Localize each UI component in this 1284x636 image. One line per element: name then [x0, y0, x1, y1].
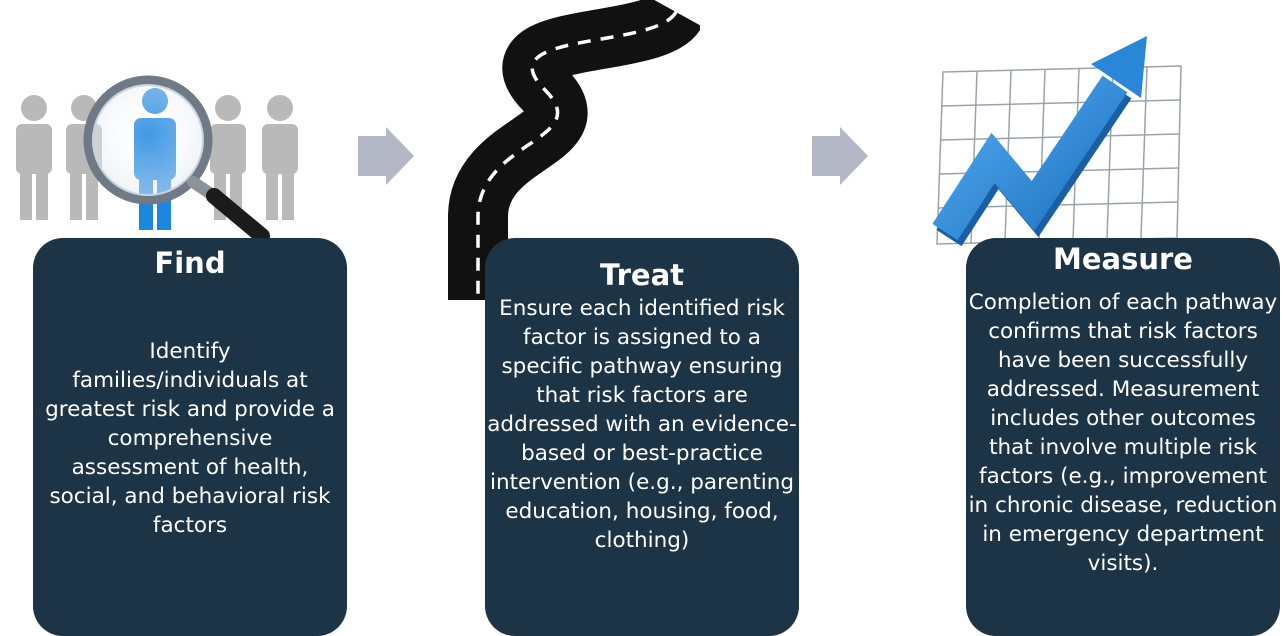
right-arrow-icon	[358, 127, 414, 185]
person-icon	[16, 95, 52, 220]
person-icon	[262, 95, 298, 220]
magnifier-icon	[83, 75, 270, 244]
find-card: Find Identify families/individuals at gr…	[33, 238, 347, 636]
measure-title: Measure	[1053, 242, 1193, 276]
treat-card: Treat Ensure each identified risk factor…	[485, 238, 799, 636]
treat-title: Treat	[600, 258, 684, 292]
find-description: Identify families/individuals at greates…	[45, 339, 335, 538]
find-title: Find	[154, 246, 226, 280]
right-arrow-icon	[812, 127, 868, 185]
treat-description: Ensure each identified risk factor is as…	[487, 296, 797, 553]
rising-arrow-icon	[932, 36, 1147, 247]
people-magnifier-icon	[16, 75, 298, 244]
measure-description: Completion of each pathway confirms that…	[968, 290, 1278, 576]
winding-road-icon	[448, 0, 700, 300]
measure-card: Measure Completion of each pathway confi…	[966, 238, 1280, 636]
rising-chart-icon	[932, 36, 1182, 247]
